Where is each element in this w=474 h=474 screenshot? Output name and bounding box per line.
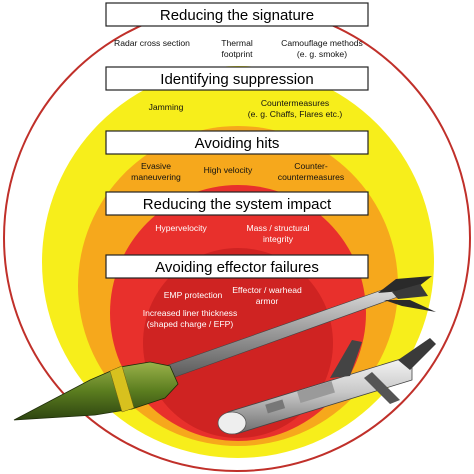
missile-wing-top bbox=[330, 340, 362, 378]
header-signature: Reducing the signature bbox=[105, 2, 369, 27]
label-radar-cross-section: Radar cross section bbox=[114, 38, 190, 48]
header-box bbox=[105, 66, 369, 91]
header-box bbox=[105, 2, 369, 27]
label-counter-line1: Counter- bbox=[294, 161, 328, 171]
label-liner-line1: Increased liner thickness bbox=[143, 308, 238, 318]
header-title: Identifying suppression bbox=[160, 71, 313, 88]
projectile-band bbox=[109, 365, 135, 413]
label-mass-line2: integrity bbox=[263, 234, 294, 244]
label-countermeasures-line1: Countermeasures bbox=[261, 98, 329, 108]
guided-missile-image bbox=[217, 338, 436, 435]
header-title: Reducing the signature bbox=[160, 7, 314, 24]
label-evasive-line2: maneuvering bbox=[131, 172, 181, 182]
missile-wing-bottom bbox=[364, 372, 400, 404]
label-camouflage-line2: (e. g. smoke) bbox=[297, 49, 347, 59]
label-camouflage-line1: Camouflage methods bbox=[281, 38, 363, 48]
label-hypervelocity: Hypervelocity bbox=[155, 223, 207, 233]
missile-marking bbox=[265, 399, 286, 414]
header-title: Avoiding effector failures bbox=[155, 259, 319, 276]
header-box bbox=[105, 130, 369, 155]
header-suppression: Identifying suppression bbox=[105, 66, 369, 91]
projectile-body bbox=[13, 361, 179, 421]
labels-suppression: Jamming Countermeasures (e. g. Chaffs, F… bbox=[149, 98, 343, 119]
projectile-fin-upper bbox=[378, 276, 432, 293]
header-box bbox=[105, 254, 369, 279]
label-armor-line1: Effector / warhead bbox=[232, 285, 302, 295]
label-counter-line2: countermeasures bbox=[278, 172, 344, 182]
projectile-fin-lower bbox=[384, 300, 436, 312]
header-system-impact: Reducing the system impact bbox=[105, 191, 369, 216]
header-title: Avoiding hits bbox=[195, 135, 280, 152]
label-jamming: Jamming bbox=[149, 102, 184, 112]
label-high-velocity: High velocity bbox=[204, 165, 253, 175]
finned-projectile-image bbox=[13, 276, 436, 421]
label-thermal-line2: footprint bbox=[221, 49, 253, 59]
label-mass-line1: Mass / structural bbox=[246, 223, 309, 233]
labels-signature: Radar cross section Thermal footprint Ca… bbox=[114, 38, 363, 59]
projectile-fin-side bbox=[392, 284, 428, 299]
label-thermal-line1: Thermal bbox=[221, 38, 253, 48]
label-countermeasures-line2: (e. g. Chaffs, Flares etc.) bbox=[248, 109, 343, 119]
label-liner-line2: (shaped charge / EFP) bbox=[147, 319, 234, 329]
labels-hits: Evasive maneuvering High velocity Counte… bbox=[131, 161, 344, 182]
labels-effector: EMP protection Effector / warhead armor … bbox=[143, 285, 302, 329]
missile-nose bbox=[217, 411, 247, 435]
missile-panel bbox=[297, 380, 335, 404]
header-hits: Avoiding hits bbox=[105, 130, 369, 155]
label-emp-protection: EMP protection bbox=[164, 290, 223, 300]
label-evasive-line1: Evasive bbox=[141, 161, 171, 171]
labels-system-impact: Hypervelocity Mass / structural integrit… bbox=[155, 223, 309, 244]
missile-tail-fin bbox=[398, 338, 436, 370]
label-armor-line2: armor bbox=[256, 296, 279, 306]
header-effector: Avoiding effector failures bbox=[105, 254, 369, 279]
header-title: Reducing the system impact bbox=[143, 196, 332, 213]
header-box bbox=[105, 191, 369, 216]
